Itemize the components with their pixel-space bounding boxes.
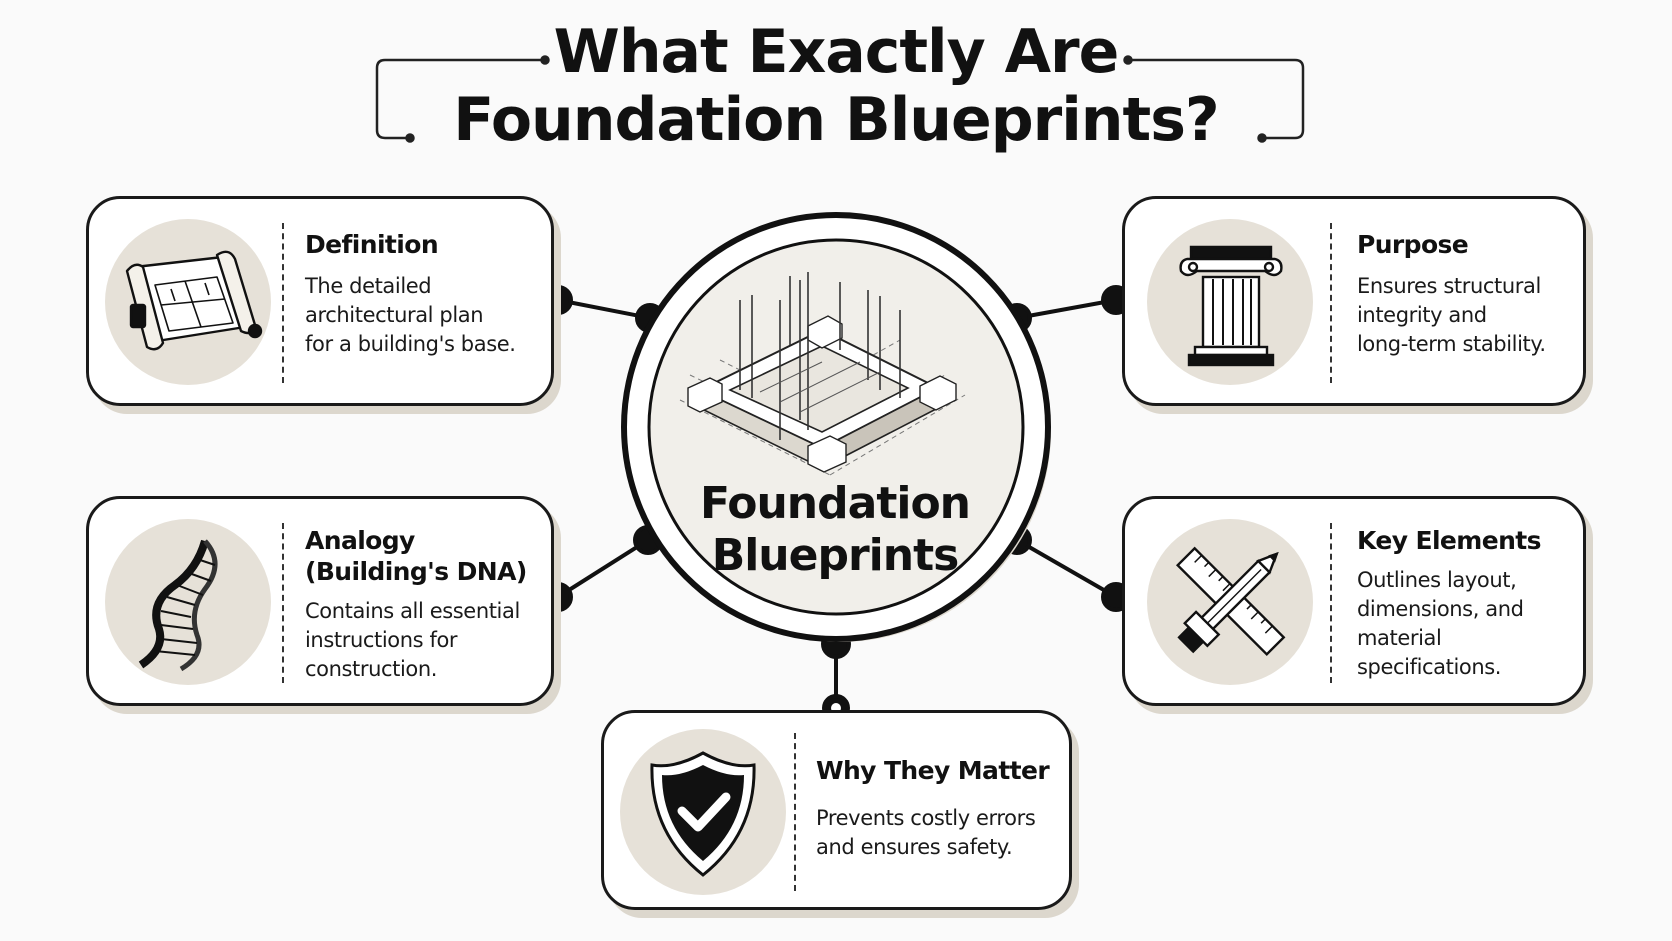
card-purpose-line-2: integrity and [1357,303,1487,327]
card-purpose-line-1: Ensures structural [1357,274,1541,298]
hub-label: Foundation Blueprints [640,478,1030,582]
card-key-elements-body: Outlines layout, dimensions, and materia… [1357,566,1577,682]
card-definition-body: The detailed architectural plan for a bu… [305,272,545,359]
card-analogy: Analogy (Building's DNA) Contains all es… [86,496,554,706]
card-why-matter-text: Why They Matter Prevents costly errors a… [816,755,1066,862]
title-line-2: Foundation Blueprints? [453,85,1219,155]
card-analogy-line-3: construction. [305,657,438,681]
card-why-matter-line-2: and ensures safety. [816,835,1013,859]
card-definition-line-1: The detailed [305,274,432,298]
card-definition-title: Definition [305,230,439,259]
card-purpose: Purpose Ensures structural integrity and… [1122,196,1586,406]
column-pillar-icon [1179,245,1283,367]
shield-check-icon [650,751,756,877]
title-bracket-right [1123,55,1305,143]
icon-circle-key-elements [1147,519,1313,685]
card-analogy-line-1: Contains all essential [305,599,520,623]
card-definition-line-2: architectural plan [305,303,484,327]
card-key-elements-line-4: specifications. [1357,655,1502,679]
card-purpose-line-3: long-term stability. [1357,332,1546,356]
card-analogy-title-line-2: (Building's DNA) [305,557,527,586]
card-purpose-body: Ensures structural integrity and long-te… [1357,272,1577,359]
card-purpose-title: Purpose [1357,230,1469,259]
divider-definition [282,223,284,383]
card-why-matter-body: Prevents costly errors and ensures safet… [816,804,1066,862]
dna-helix-icon [138,539,218,672]
icon-circle-why-matter [620,729,786,895]
hub-foundation-illustration [679,272,966,476]
card-key-elements: Key Elements Outlines layout, dimensions… [1122,496,1586,706]
divider-purpose [1330,223,1332,383]
card-key-elements-text: Key Elements Outlines layout, dimensions… [1357,525,1577,682]
icon-circle-definition [105,219,271,385]
connector-definition [543,285,665,333]
card-why-matter: Why They Matter Prevents costly errors a… [601,710,1072,910]
card-definition-line-3: for a building's base. [305,332,516,356]
card-key-elements-line-1: Outlines layout, [1357,568,1517,592]
card-key-elements-line-3: material [1357,626,1442,650]
card-analogy-title: Analogy (Building's DNA) [305,525,555,587]
card-definition-text: Definition The detailed architectural pl… [305,229,545,359]
icon-circle-analogy [105,519,271,685]
card-why-matter-title: Why They Matter [816,756,1050,785]
title-line-1: What Exactly Are [553,17,1120,87]
card-analogy-body: Contains all essential instructions for … [305,597,555,684]
card-analogy-title-line-1: Analogy [305,526,415,555]
card-why-matter-line-1: Prevents costly errors [816,806,1036,830]
card-analogy-line-2: instructions for [305,628,458,652]
card-analogy-text: Analogy (Building's DNA) Contains all es… [305,525,555,684]
card-key-elements-title: Key Elements [1357,526,1542,555]
connector-why-matter [821,629,851,722]
card-purpose-text: Purpose Ensures structural integrity and… [1357,229,1577,359]
ruler-and-pencil-icon [1175,546,1286,657]
divider-analogy [282,523,284,683]
hub-label-line-2: Blueprints [711,530,960,581]
divider-key-elements [1330,523,1332,683]
page-title: What Exactly Are Foundation Blueprints? [0,18,1672,154]
icon-circle-purpose [1147,219,1313,385]
card-definition: Definition The detailed architectural pl… [86,196,554,406]
card-key-elements-line-2: dimensions, and [1357,597,1524,621]
divider-why-matter [794,733,796,891]
hub-label-line-1: Foundation [699,478,971,529]
title-bracket-left [375,55,550,143]
blueprint-scroll-icon [125,250,263,351]
